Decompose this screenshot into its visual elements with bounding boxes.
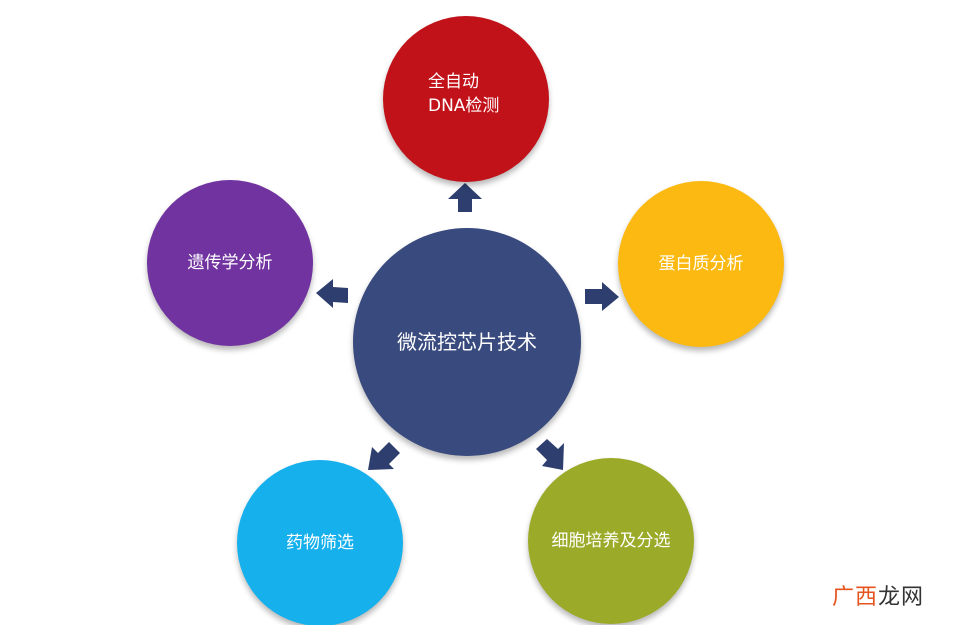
- node-genetic-analysis: 遗传学分析: [147, 180, 313, 346]
- node-drug-screening-label: 药物筛选: [286, 533, 354, 553]
- node-dna-detection-line-1: 全自动: [428, 72, 479, 92]
- node-genetic-analysis-label: 遗传学分析: [187, 253, 273, 273]
- node-drug-screening: 药物筛选: [237, 460, 403, 625]
- node-cell-culture: 细胞培养及分选: [528, 458, 694, 624]
- watermark-part-1: 广西: [831, 585, 878, 610]
- node-cell-culture-label: 细胞培养及分选: [551, 531, 671, 551]
- watermark-part-2: 龙网: [877, 585, 924, 610]
- node-protein-analysis-label: 蛋白质分析: [658, 254, 744, 274]
- center-node: 微流控芯片技术: [353, 228, 581, 456]
- arrow-right-icon: [585, 282, 619, 311]
- node-dna-detection-line-2: DNA检测: [428, 96, 500, 116]
- node-dna-detection: 全自动 DNA检测: [383, 16, 549, 182]
- arrow-left-icon: [316, 279, 348, 308]
- arrow-up-icon: [448, 183, 482, 212]
- watermark: 广西龙网: [832, 579, 924, 611]
- center-label: 微流控芯片技术: [397, 330, 537, 354]
- node-protein-analysis: 蛋白质分析: [618, 181, 784, 347]
- arrow-down-left-icon: [368, 442, 400, 470]
- arrow-down-right-icon: [536, 439, 564, 470]
